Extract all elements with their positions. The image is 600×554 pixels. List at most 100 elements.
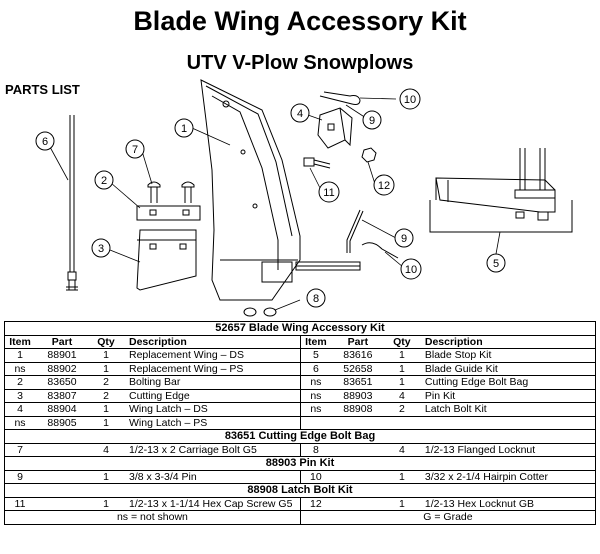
callout-8: 8 — [306, 288, 326, 308]
description: 1/2-13 Hex Locknut GB — [424, 497, 535, 510]
svg-text:5: 5 — [493, 258, 499, 270]
quantity: 2 — [103, 376, 109, 389]
quantity: 1 — [398, 470, 405, 483]
svg-text:2: 2 — [101, 175, 107, 187]
item-number: 10 — [310, 470, 322, 483]
callout-9-top: 9 — [362, 110, 382, 130]
kit-title-row: 52657 Blade Wing Accessory Kit — [4, 321, 596, 336]
part-number: 88908 — [343, 403, 373, 416]
quantity: 1 — [103, 470, 109, 483]
carriage-bolts-drawing — [147, 181, 195, 203]
header-part: Part — [51, 335, 73, 348]
item-number: 5 — [312, 349, 319, 362]
description: Wing Latch – PS — [129, 416, 208, 429]
subkit-title: 88903 Pin Kit — [4, 456, 596, 471]
hairpin-cotter-top-drawing — [319, 91, 361, 105]
item-number: 2 — [17, 376, 23, 389]
subkit-title: 88908 Latch Bolt Kit — [4, 483, 596, 498]
svg-text:1: 1 — [181, 123, 187, 135]
quantity: 1 — [103, 416, 109, 429]
hex-locknut-drawing — [361, 147, 377, 163]
callout-9-right: 9 — [394, 228, 414, 248]
description: Replacement Wing – PS — [129, 362, 244, 375]
page-subtitle: UTV V-Plow Snowplows — [186, 52, 414, 74]
svg-text:11: 11 — [323, 187, 334, 199]
svg-text:6: 6 — [42, 136, 48, 148]
quantity: 1 — [398, 376, 405, 389]
footer-note-ns: ns = not shown — [4, 510, 301, 525]
item-number: ns — [310, 403, 322, 416]
bolting-bar-drawing — [136, 205, 201, 221]
svg-text:10: 10 — [404, 94, 416, 106]
header-item: Item — [305, 335, 327, 348]
callout-labels: 1 2 3 4 5 6 7 8 9 9 10 10 11 12 — [35, 88, 506, 308]
quantity: 4 — [398, 443, 405, 456]
item-number: ns — [310, 389, 322, 402]
callout-3: 3 — [91, 238, 111, 258]
callout-1: 1 — [174, 118, 194, 138]
quantity: 4 — [398, 389, 405, 402]
subkit-title-row: 83651 Cutting Edge Bolt Bag — [4, 429, 596, 444]
part-number: 83807 — [47, 389, 77, 402]
footer-note-grade: G = Grade — [299, 510, 597, 525]
table-row: 7 4 1/2-13 x 2 Carriage Bolt G5 8 4 1/2-… — [4, 442, 597, 457]
blade-stop-drawing — [429, 148, 573, 233]
subkit-title: 83651 Cutting Edge Bolt Bag — [4, 429, 596, 444]
table-header-row: Item Part Qty Description Item Part Qty … — [4, 334, 597, 349]
description: Cutting Edge — [129, 389, 190, 402]
quantity: 1 — [103, 403, 109, 416]
header-description: Description — [129, 335, 187, 348]
table-row: 3 83807 2 Cutting Edge ns 88903 4 Pin Ki… — [4, 388, 597, 403]
header-description: Description — [424, 335, 483, 348]
callout-10-top: 10 — [399, 88, 421, 110]
svg-text:3: 3 — [98, 243, 104, 255]
callout-4: 4 — [290, 103, 310, 123]
description: 3/32 x 2-1/4 Hairpin Cotter — [424, 470, 549, 483]
header-qty: Qty — [97, 335, 115, 348]
replacement-wing-drawing — [200, 79, 361, 301]
item-number: 3 — [17, 389, 23, 402]
item-number: 1 — [17, 349, 23, 362]
callout-10-right: 10 — [400, 258, 422, 280]
table-row: 1 88901 1 Replacement Wing – DS 5 83616 … — [4, 348, 597, 363]
blade-guide-rod-drawing — [66, 115, 78, 291]
svg-text:7: 7 — [132, 144, 138, 156]
callout-2: 2 — [94, 170, 114, 190]
quantity: 1 — [398, 497, 405, 510]
description: Cutting Edge Bolt Bag — [424, 376, 529, 389]
item-number: 7 — [17, 443, 23, 456]
description: 1/2-13 x 2 Carriage Bolt G5 — [129, 443, 257, 456]
svg-text:12: 12 — [378, 180, 390, 192]
item-number: 4 — [17, 403, 23, 416]
quantity: 1 — [103, 362, 109, 375]
table-row: ns 88905 1 Wing Latch – PS — [4, 415, 597, 430]
part-number: 83616 — [343, 349, 373, 362]
svg-text:9: 9 — [369, 115, 375, 127]
part-number: 52658 — [343, 362, 373, 375]
description: 1/2-13 x 1-1/14 Hex Cap Screw G5 — [129, 497, 293, 510]
subkit-title-row: 88908 Latch Bolt Kit — [4, 483, 596, 498]
kit-title: 52657 Blade Wing Accessory Kit — [4, 321, 596, 336]
callout-12: 12 — [373, 174, 395, 196]
part-number: 83650 — [47, 376, 77, 389]
description: Replacement Wing – DS — [129, 349, 244, 362]
table-row: ns 88902 1 Replacement Wing – PS 6 52658… — [4, 361, 597, 376]
description: 1/2-13 Flanged Locknut — [424, 443, 536, 456]
quantity: 1 — [398, 362, 405, 375]
header-item: Item — [9, 335, 31, 348]
quantity: 1 — [103, 497, 109, 510]
footer-row: ns = not shown G = Grade — [4, 510, 597, 525]
item-number: 11 — [14, 497, 26, 510]
callout-5: 5 — [486, 253, 506, 273]
table-row: 2 83650 2 Bolting Bar ns 83651 1 Cutting… — [4, 375, 597, 390]
quantity: 1 — [398, 349, 405, 362]
part-number: 88905 — [47, 416, 77, 429]
quantity: 4 — [103, 443, 109, 456]
item-number: ns — [14, 416, 26, 429]
description: Pin Kit — [424, 389, 456, 402]
wing-latch-drawing — [317, 107, 353, 149]
parts-table: 52657 Blade Wing Accessory Kit Item Part… — [4, 321, 597, 525]
table-row: 4 88904 1 Wing Latch – DS ns 88908 2 Lat… — [4, 402, 597, 417]
parts-list-heading: PARTS LIST — [5, 82, 80, 97]
locknuts-drawing — [243, 307, 277, 317]
